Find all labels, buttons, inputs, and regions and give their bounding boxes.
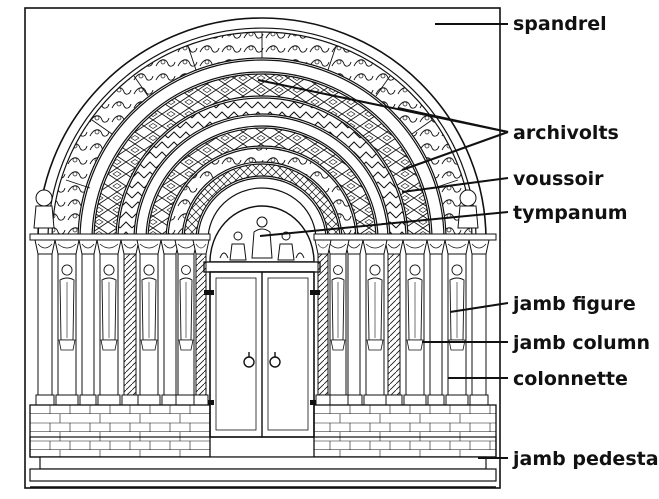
label-colonnette: colonnette [513,368,628,390]
jamb-figure-column [402,239,428,406]
leader-lines [257,23,509,459]
jamb-figure-column [96,239,122,406]
leader-tympanum [259,211,509,237]
label-jamb-pedestal: jamb pedestal [512,448,659,470]
label-spandrel: spandrel [513,13,607,35]
colonnette [34,239,56,406]
twisted-colonnette [120,239,140,406]
jamb-figure-column [54,239,80,406]
jamb-figure-column [362,239,388,406]
archivolts [37,17,487,241]
twisted-colonnette [384,239,404,406]
leader-voussoir [401,177,509,193]
springing-figures [33,189,479,229]
labels: spandrel archivolts voussoir tympanum ja… [512,13,659,470]
impost-left [29,233,211,241]
label-tympanum: tympanum [513,202,628,224]
leader-archivolts-2 [397,107,509,133]
tympanum [209,205,315,263]
lintel [203,261,321,273]
steps [29,436,497,488]
twisted-colonnette [192,239,210,406]
colonnette [160,239,180,406]
label-jamb-column: jamb column [512,332,650,354]
jambs [29,233,497,406]
spandrel-frame [24,7,501,489]
jamb-pedestal [29,404,497,458]
impost-right [313,233,497,241]
jamb-figure-column [174,239,198,406]
jamb-figure-column [136,239,162,406]
colonnette [426,239,446,406]
leader-archivolts-3 [401,131,509,171]
label-voussoir: voussoir [513,168,604,190]
colonnette [468,239,490,406]
label-jamb-figure: jamb figure [512,293,636,315]
colonnette [78,239,98,406]
jamb-figure-column [326,239,350,406]
leader-jamb-figure [449,302,509,313]
colonnette [344,239,364,406]
jamb-figure-column [444,239,470,406]
label-archivolts: archivolts [513,122,619,144]
doors [204,271,320,438]
